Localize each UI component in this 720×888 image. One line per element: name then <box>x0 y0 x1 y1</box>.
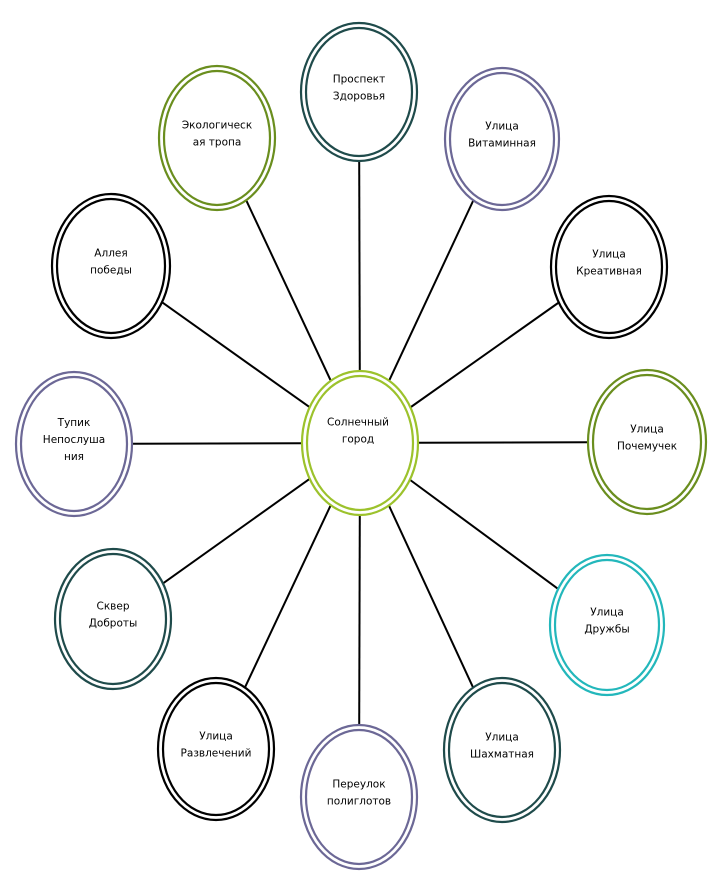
center-outer-ring <box>300 369 420 517</box>
node-ekologicheskaya-tropa-outer-ring <box>157 64 277 212</box>
node-ulitsa-kreativnaya-label-line: Улица <box>592 249 626 261</box>
connector-ekologicheskaya-tropa <box>245 199 332 382</box>
connector-pereulok-poliglotov <box>358 514 361 726</box>
node-tupik-neposlushaniya-inner-ring <box>19 375 129 513</box>
node-ulitsa-shakhmatnaya-label-line: Улица <box>485 732 519 744</box>
node-ulitsa-druzhby-outer-ring <box>548 553 666 697</box>
node-ulitsa-vitaminnaya-label-line: Витаминная <box>468 138 536 150</box>
node-ulitsa-kreativnaya-inner-ring <box>554 199 664 335</box>
connector-alleya-pobedy <box>161 301 311 409</box>
node-ulitsa-razvlecheniy-label-line: Улица <box>199 731 233 743</box>
node-prospekt-zdorovya-label-line: Проспект <box>333 74 386 86</box>
center-label-line: Солнечный <box>327 417 389 429</box>
center-label-line: город <box>342 434 374 446</box>
node-ulitsa-razvlecheniy-outer-ring <box>156 676 276 822</box>
connector-tupik-neposlushaniya <box>131 442 303 445</box>
node-prospekt-zdorovya-inner-ring <box>304 26 414 158</box>
node-ulitsa-pochemuchek-inner-ring <box>591 373 703 511</box>
street-nodes: ПроспектЗдоровьяУлицаВитаминнаяУлицаКреа… <box>14 21 708 871</box>
connector-prospekt-zdorovya <box>358 160 361 372</box>
node-ulitsa-vitaminnaya-label-line: Улица <box>485 121 519 133</box>
node-ulitsa-kreativnaya-outer-ring <box>549 194 669 340</box>
node-ekologicheskaya-tropa-label-line: Экологическ <box>182 120 252 132</box>
connector-lines <box>131 160 589 726</box>
connector-ulitsa-razvlecheniy <box>244 504 332 688</box>
node-tupik-neposlushaniya-label-line: ния <box>64 451 84 463</box>
node-ulitsa-druzhby-label-line: Улица <box>590 607 624 619</box>
node-pereulok-poliglotov-label-line: полиглотов <box>327 796 391 808</box>
node-skver-dobroty-inner-ring <box>58 552 168 686</box>
node-pereulok-poliglotov: Переулок полиглотов <box>299 723 419 871</box>
connector-ulitsa-druzhby <box>409 478 559 590</box>
node-skver-dobroty-label-line: Сквер <box>97 601 130 613</box>
node-pereulok-poliglotov-outer-ring <box>299 723 419 871</box>
node-alleya-pobedy-label-line: Аллея <box>94 248 127 260</box>
node-ulitsa-razvlecheniy-inner-ring <box>161 681 271 817</box>
node-ulitsa-razvlecheniy-label-line: Развлечений <box>181 748 252 760</box>
node-pereulok-poliglotov-inner-ring <box>304 728 414 866</box>
node-ekologicheskaya-tropa: Экологическ ая тропа <box>157 64 277 212</box>
node-tupik-neposlushaniya-outer-ring <box>14 370 134 518</box>
node-tupik-neposlushaniya-label-line: Непослуша <box>43 434 105 446</box>
node-alleya-pobedy-label-line: победы <box>90 265 132 277</box>
node-alleya-pobedy: Аллея победы <box>50 192 172 340</box>
node-ekologicheskaya-tropa-inner-ring <box>162 69 272 207</box>
connector-ulitsa-pochemuchek <box>417 441 589 444</box>
node-alleya-pobedy-inner-ring <box>55 197 167 335</box>
node-ulitsa-shakhmatnaya-outer-ring <box>442 676 562 824</box>
node-prospekt-zdorovya-outer-ring <box>299 21 419 163</box>
node-ekologicheskaya-tropa-label-line: ая тропа <box>193 137 242 149</box>
node-skver-dobroty-outer-ring <box>53 547 173 691</box>
connector-ulitsa-shakhmatnaya <box>387 505 475 688</box>
connector-skver-dobroty <box>162 478 311 585</box>
node-ulitsa-vitaminnaya-outer-ring <box>443 66 561 212</box>
node-ulitsa-shakhmatnaya-inner-ring <box>447 681 557 819</box>
node-tupik-neposlushaniya-label-line: Тупик <box>57 417 91 429</box>
node-pereulok-poliglotov-label-line: Переулок <box>332 779 385 791</box>
node-ulitsa-pochemuchek-label-line: Улица <box>630 424 664 436</box>
connector-ulitsa-kreativnaya <box>409 301 560 409</box>
node-ulitsa-pochemuchek-outer-ring <box>586 368 708 516</box>
node-prospekt-zdorovya-label-line: Здоровья <box>333 91 385 103</box>
center-inner-ring <box>305 374 415 512</box>
node-ulitsa-druzhby-inner-ring <box>553 558 661 692</box>
node-ulitsa-pochemuchek-label-line: Почемучек <box>617 441 677 453</box>
node-alleya-pobedy-outer-ring <box>50 192 172 340</box>
node-skver-dobroty-label-line: Доброты <box>89 618 138 630</box>
node-ulitsa-druzhby-label-line: Дружбы <box>584 624 629 636</box>
node-ulitsa-shakhmatnaya-label-line: Шахматная <box>470 749 534 761</box>
connector-ulitsa-vitaminnaya <box>388 199 475 382</box>
center-node: Солнечный город <box>300 369 420 517</box>
node-ulitsa-vitaminnaya-inner-ring <box>448 71 556 207</box>
node-ulitsa-kreativnaya-label-line: Креативная <box>576 266 642 278</box>
